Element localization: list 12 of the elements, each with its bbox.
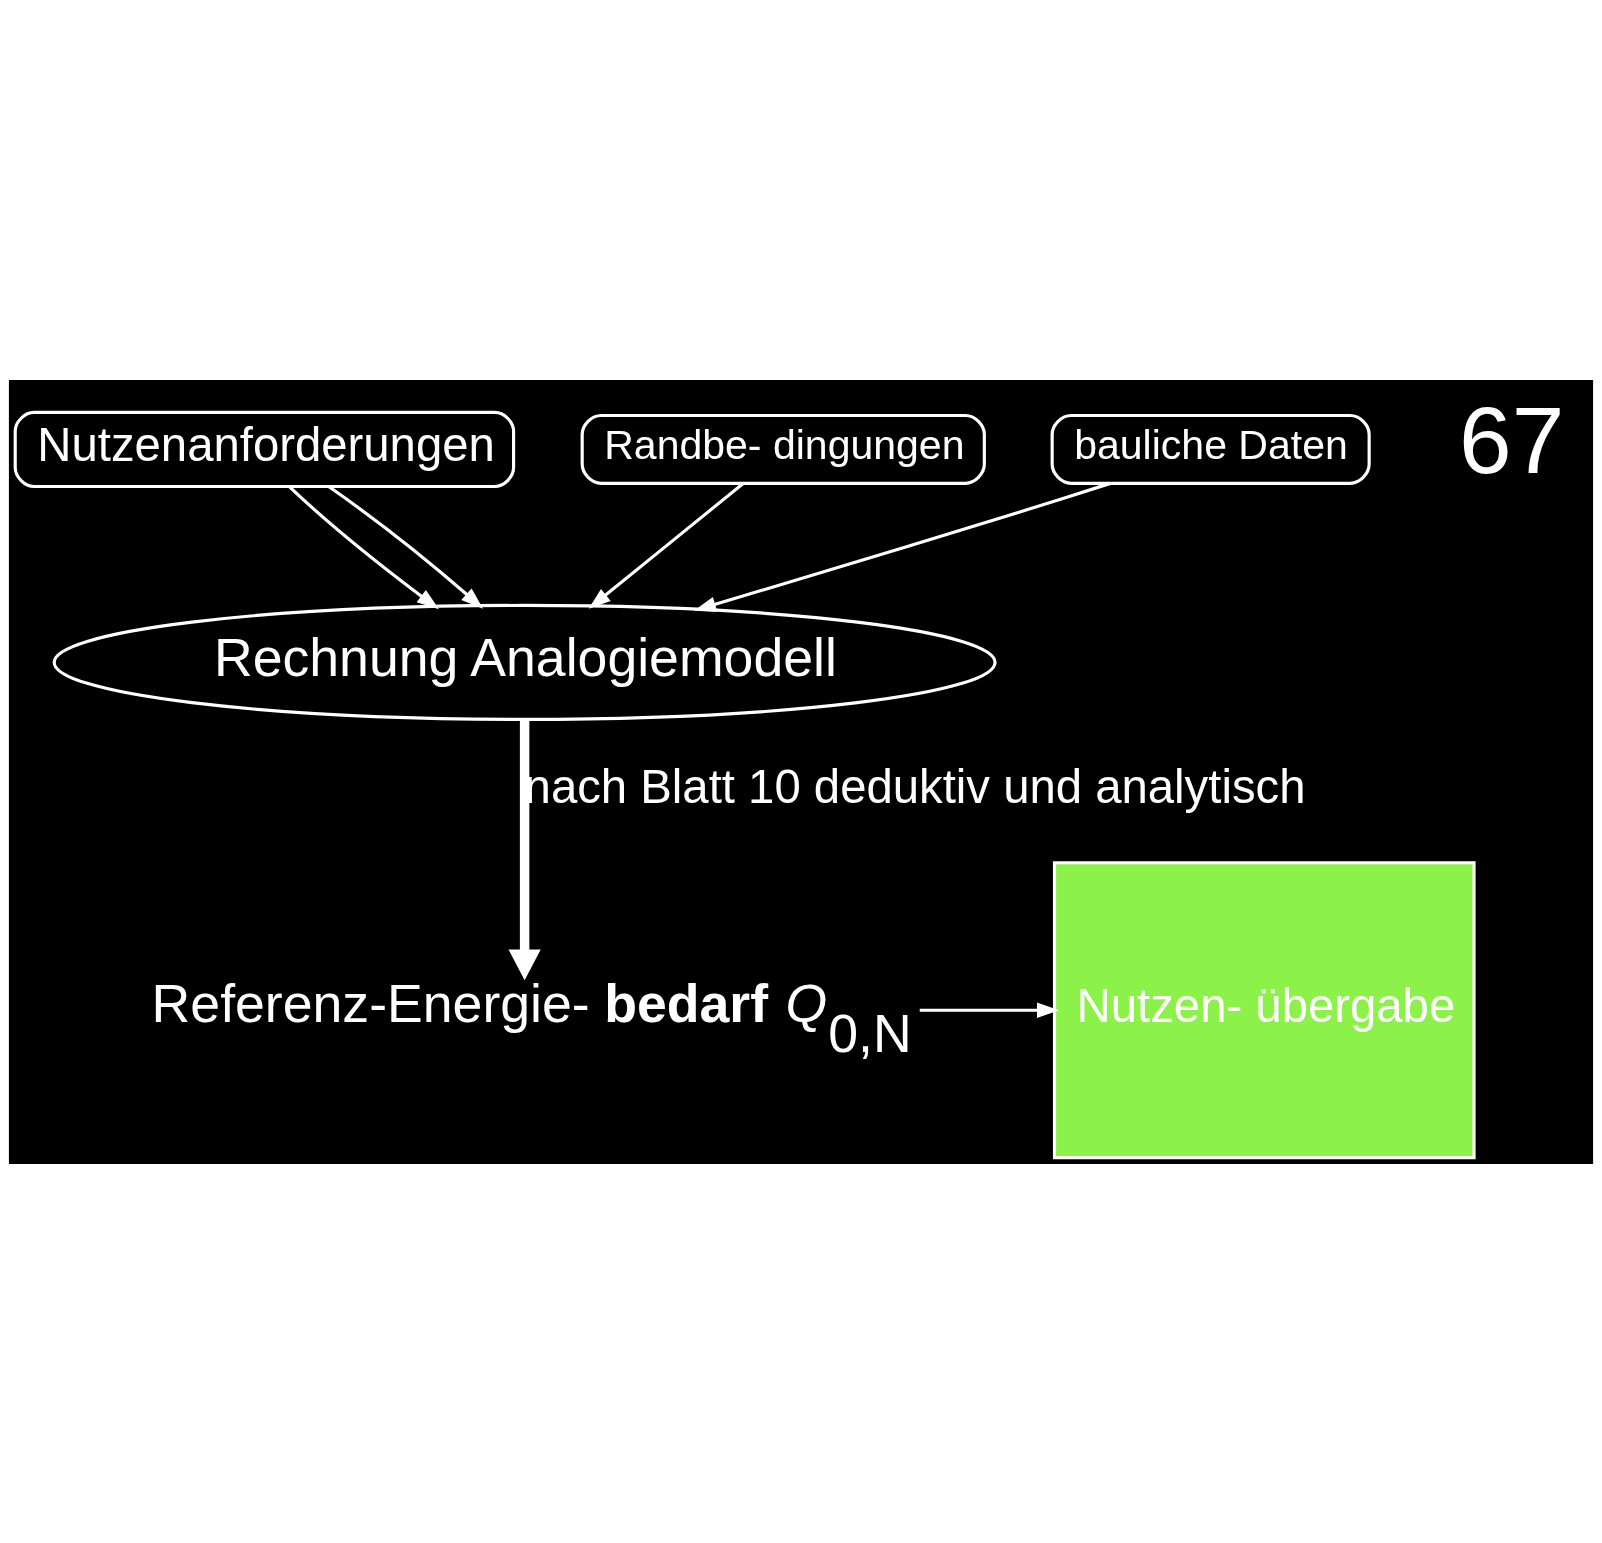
arrow <box>508 718 541 980</box>
arrow <box>693 481 1111 612</box>
label: 67 <box>1459 386 1565 493</box>
node-box: Randbe- dingungen <box>580 413 986 485</box>
node-box: Nutzen- übergabe <box>1052 860 1476 1159</box>
edge-label: nach Blatt 10 deduktiv und analytisch <box>524 759 1306 813</box>
node-box: bauliche Daten <box>1050 413 1371 485</box>
arrow <box>288 484 439 609</box>
node-ellipse: Rechnung Analogiemodell <box>52 603 997 721</box>
node-box: Nutzenanforderungen <box>13 410 516 488</box>
arrow <box>588 482 744 609</box>
arrow <box>919 1002 1060 1018</box>
